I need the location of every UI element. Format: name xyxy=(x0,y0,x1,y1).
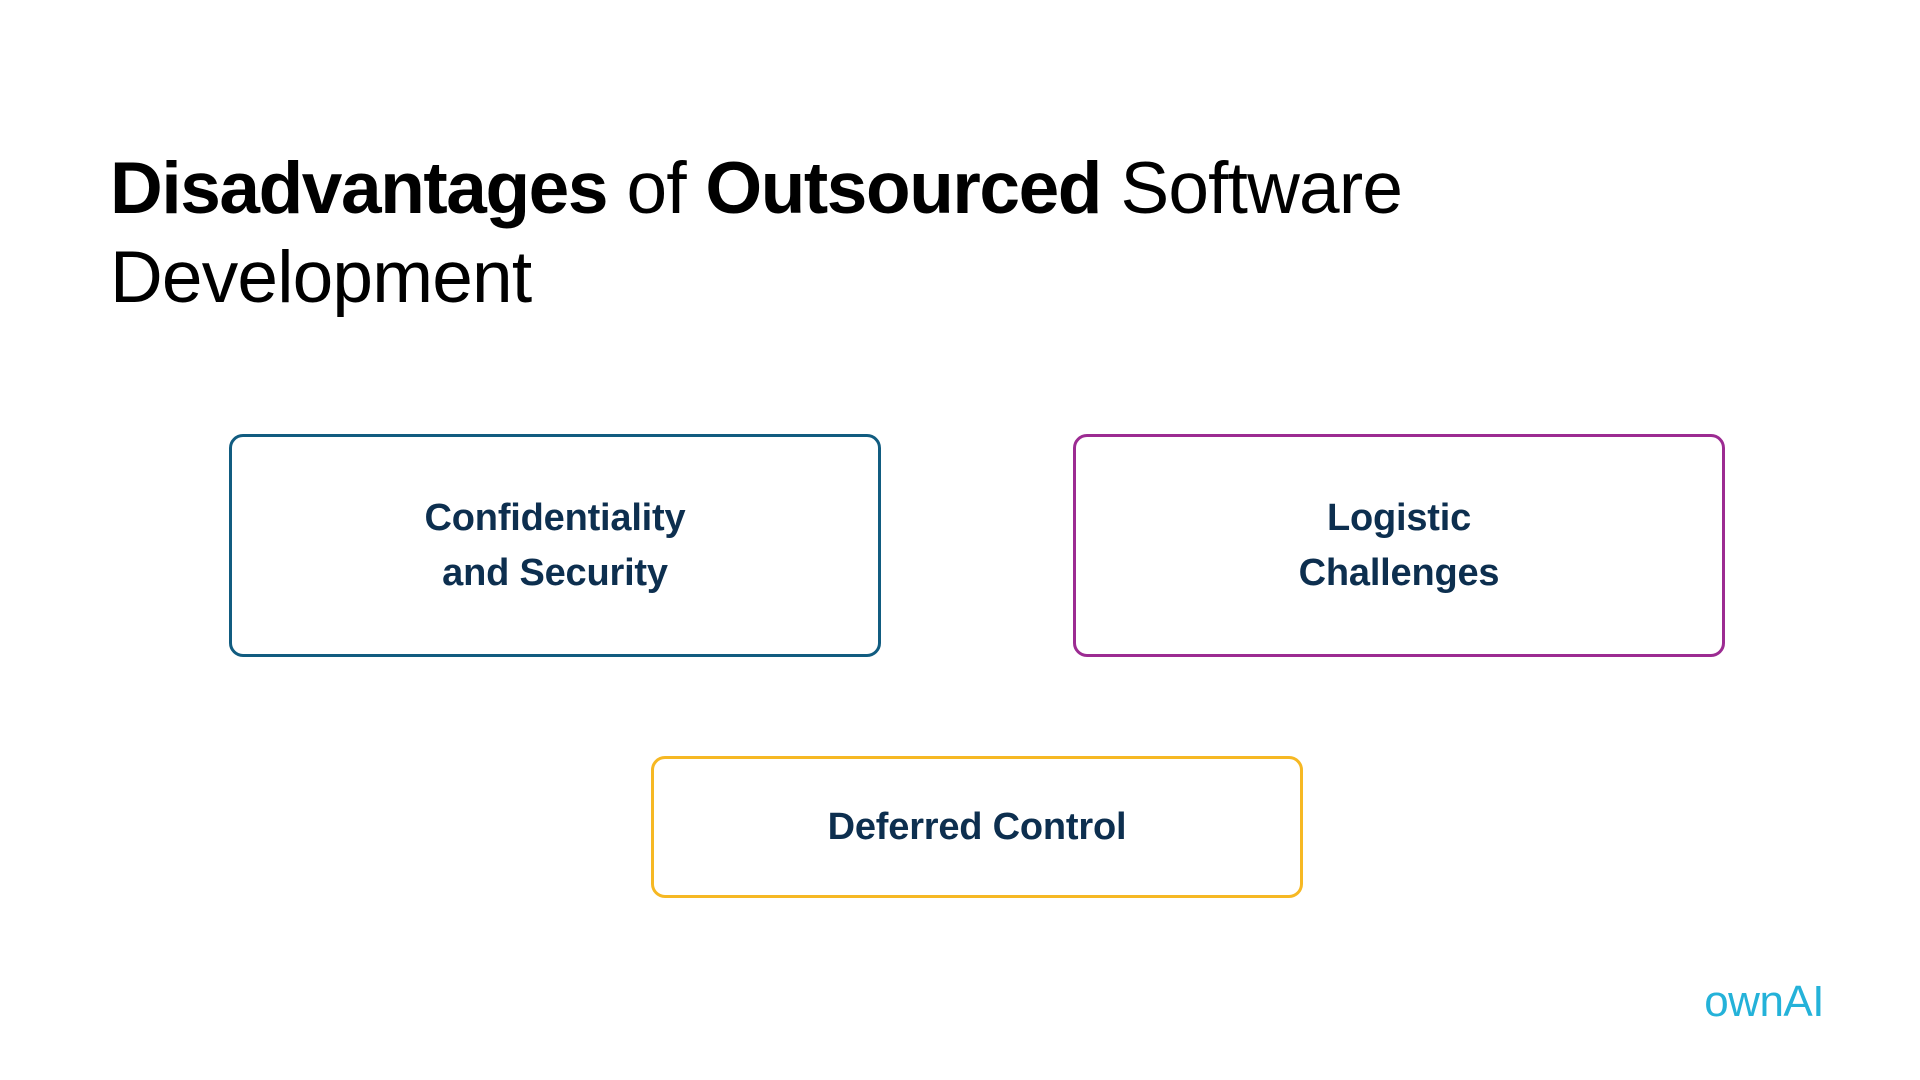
title-segment-outsourced: Outsourced xyxy=(705,147,1102,229)
title-segment-software-development: Software Development xyxy=(110,147,1403,318)
card-label: Confidentiality and Security xyxy=(424,497,686,594)
page-title: Disadvantages of Outsourced Software Dev… xyxy=(110,144,1810,322)
title-segment-of: of xyxy=(607,147,706,229)
card-label: Logistic Challenges xyxy=(1298,497,1500,594)
ownai-logo: ownAI xyxy=(1704,977,1824,1026)
title-segment-disadvantages: Disadvantages xyxy=(110,147,608,229)
card-confidentiality-and-security[interactable]: Confidentiality and Security xyxy=(229,434,881,657)
card-deferred-control[interactable]: Deferred Control xyxy=(651,756,1303,898)
card-logistic-challenges[interactable]: Logistic Challenges xyxy=(1073,434,1725,657)
card-label: Deferred Control xyxy=(827,805,1127,848)
